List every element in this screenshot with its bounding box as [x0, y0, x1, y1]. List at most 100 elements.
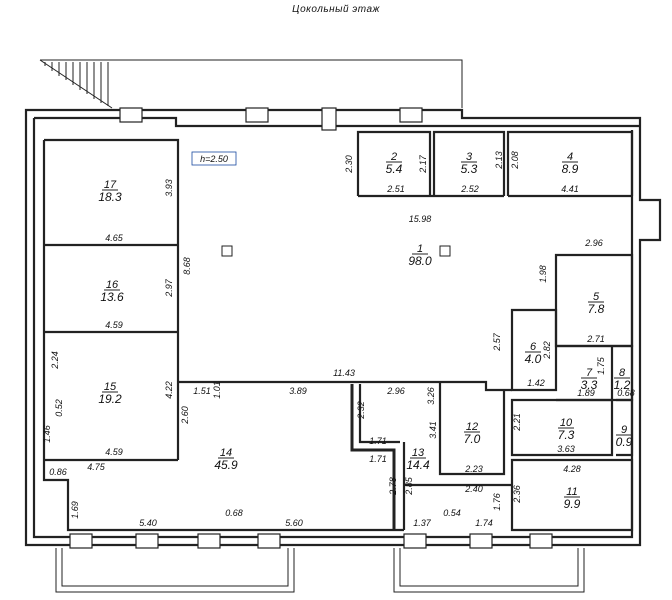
- dimension-label: 4.28: [563, 464, 581, 474]
- ceiling-height-tag: h=2.50: [191, 151, 237, 166]
- room-number-8: 8: [619, 367, 626, 379]
- columns: [221, 245, 451, 257]
- dimension-label: 0.52: [54, 399, 64, 417]
- dimension-label: 2.96: [386, 386, 405, 396]
- dimension-label: 2.24: [50, 351, 60, 370]
- room-area-9: 0.9: [616, 435, 633, 449]
- dimension-label: 0.68: [225, 508, 243, 518]
- dimension-label: 1.42: [527, 378, 545, 388]
- dimension-label: 3.63: [557, 444, 575, 454]
- dimension-label: 2.23: [464, 464, 483, 474]
- dimension-label: 4.65: [105, 233, 124, 243]
- room-number-15: 15: [104, 381, 117, 393]
- windows-bottom: [55, 533, 585, 593]
- room-number-2: 2: [390, 151, 397, 163]
- dimension-label: 2.97: [164, 278, 174, 298]
- room-number-13: 13: [412, 447, 425, 459]
- room-area-14: 45.9: [214, 458, 238, 472]
- dimension-label: 2.17: [418, 154, 428, 174]
- room-area-4: 8.9: [562, 162, 579, 176]
- dimension-label: 2.08: [510, 151, 520, 170]
- dimension-label: 1.71: [369, 436, 387, 446]
- room-area-11: 9.9: [564, 497, 581, 511]
- dimension-label: 2.78: [388, 477, 398, 496]
- dimension-label: 3.89: [289, 386, 307, 396]
- dimension-label: 5.40: [139, 518, 157, 528]
- windows-top: [119, 107, 423, 131]
- room-area-5: 7.8: [588, 302, 605, 316]
- dimension-label: 0.86: [49, 467, 67, 477]
- dimension-label: 1.69: [70, 501, 80, 519]
- room-number-9: 9: [621, 424, 627, 436]
- dimension-label: 4.59: [105, 447, 123, 457]
- dimension-label: 1.76: [492, 493, 502, 511]
- room-area-1: 98.0: [408, 254, 432, 268]
- interior-walls: [42, 130, 634, 532]
- dimension-label: 1.51: [193, 386, 211, 396]
- room-number-3: 3: [466, 151, 473, 163]
- room-number-6: 6: [530, 341, 537, 353]
- room-area-7: 3.3: [581, 378, 598, 392]
- dimension-label: 2.32: [356, 401, 366, 420]
- dimension-label: 1.71: [369, 454, 387, 464]
- dimension-label: 4.59: [105, 320, 123, 330]
- room-area-13: 14.4: [406, 458, 430, 472]
- dimension-label: 0.54: [443, 508, 461, 518]
- room-area-15: 19.2: [98, 392, 122, 406]
- dimension-label: 2.57: [492, 332, 502, 352]
- dimension-label: 2.30: [344, 155, 354, 174]
- dimension-label: 2.85: [404, 476, 414, 496]
- room-number-1: 1: [417, 243, 423, 255]
- dimension-labels: 3.93 4.65 8.68 2.97 4.59 2.24 0.52 4.22 4.59 1.46…: [42, 151, 635, 528]
- dimension-label: 2.21: [512, 413, 522, 432]
- dimension-label: 1.01: [212, 381, 222, 399]
- room-area-8: 1.2: [614, 378, 631, 392]
- floor-title: Цокольный этаж: [292, 4, 380, 15]
- dimension-label: 3.41: [428, 421, 438, 439]
- dimension-label: 1.98: [538, 265, 548, 283]
- dimension-label: 2.51: [386, 184, 405, 194]
- room-number-16: 16: [106, 279, 119, 291]
- room-number-14: 14: [220, 447, 232, 459]
- room-area-6: 4.0: [525, 352, 542, 366]
- dimension-label: 4.41: [561, 184, 579, 194]
- room-number-11: 11: [566, 486, 577, 498]
- ceiling-height-label: h=2.50: [200, 154, 228, 164]
- dimension-label: 2.52: [460, 184, 479, 194]
- dimension-label: 3.26: [426, 387, 436, 405]
- dimension-label: 4.75: [87, 462, 106, 472]
- dimension-label: 15.98: [409, 214, 432, 224]
- dimension-label: 2.96: [584, 238, 603, 248]
- room-area-16: 13.6: [100, 290, 124, 304]
- dimension-label: 3.93: [164, 179, 174, 197]
- room-area-12: 7.0: [464, 432, 481, 446]
- dimension-label: 2.40: [464, 484, 483, 494]
- room-number-12: 12: [466, 421, 478, 433]
- room-area-10: 7.3: [558, 428, 575, 442]
- room-number-5: 5: [593, 291, 600, 303]
- dimension-label: 2.71: [586, 334, 605, 344]
- room-number-7: 7: [586, 367, 593, 379]
- room-labels: 198.025.435.348.957.864.073.381.290.9107…: [98, 151, 632, 511]
- room-area-2: 5.4: [386, 162, 403, 176]
- dimension-label: 1.75: [596, 356, 606, 375]
- dimension-label: 2.36: [512, 485, 522, 504]
- staircase: [39, 59, 463, 109]
- dimension-label: 1.37: [413, 518, 432, 528]
- room-area-17: 18.3: [98, 190, 122, 204]
- dimension-label: 2.82: [542, 341, 552, 360]
- room-number-4: 4: [567, 151, 573, 163]
- dimension-label: 5.60: [285, 518, 303, 528]
- dimension-label: 2.60: [180, 406, 190, 425]
- dimension-label: 0.68: [617, 388, 635, 398]
- dimension-label: 11.43: [333, 368, 355, 378]
- dimension-label: 8.68: [182, 257, 192, 275]
- room-area-3: 5.3: [461, 162, 478, 176]
- dimension-label: 1.46: [42, 425, 52, 443]
- dimension-label: 1.74: [475, 518, 493, 528]
- dimension-label: 2.13: [494, 151, 504, 170]
- dimension-label: 4.22: [164, 381, 174, 399]
- dimension-label: 1.89: [577, 388, 595, 398]
- room-number-17: 17: [104, 179, 117, 191]
